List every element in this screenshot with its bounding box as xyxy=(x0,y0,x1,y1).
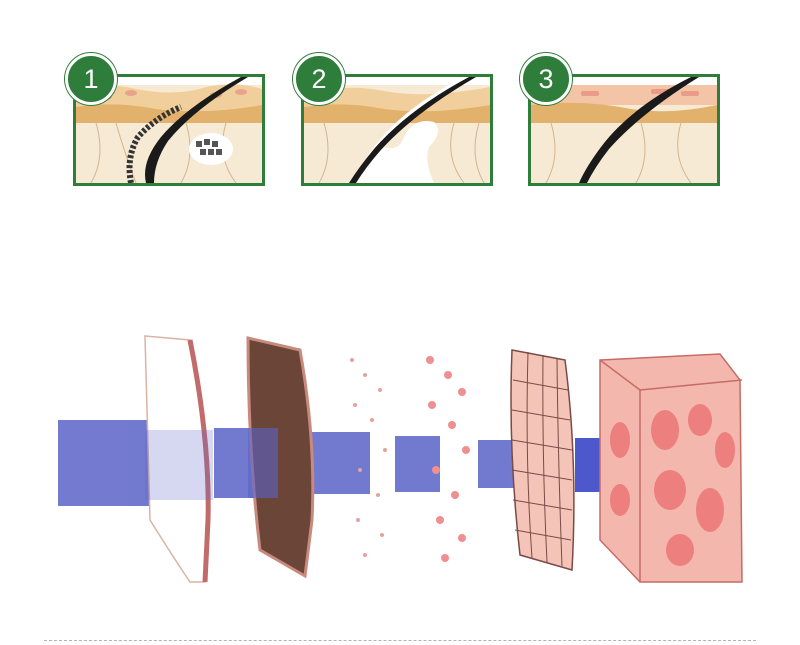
step-badge-3: 3 xyxy=(520,53,572,105)
skin-layer-penetration-diagram xyxy=(0,320,800,590)
step-badge-1: 1 xyxy=(65,53,117,105)
dashed-divider xyxy=(44,640,756,641)
step-badge-2: 2 xyxy=(293,53,345,105)
